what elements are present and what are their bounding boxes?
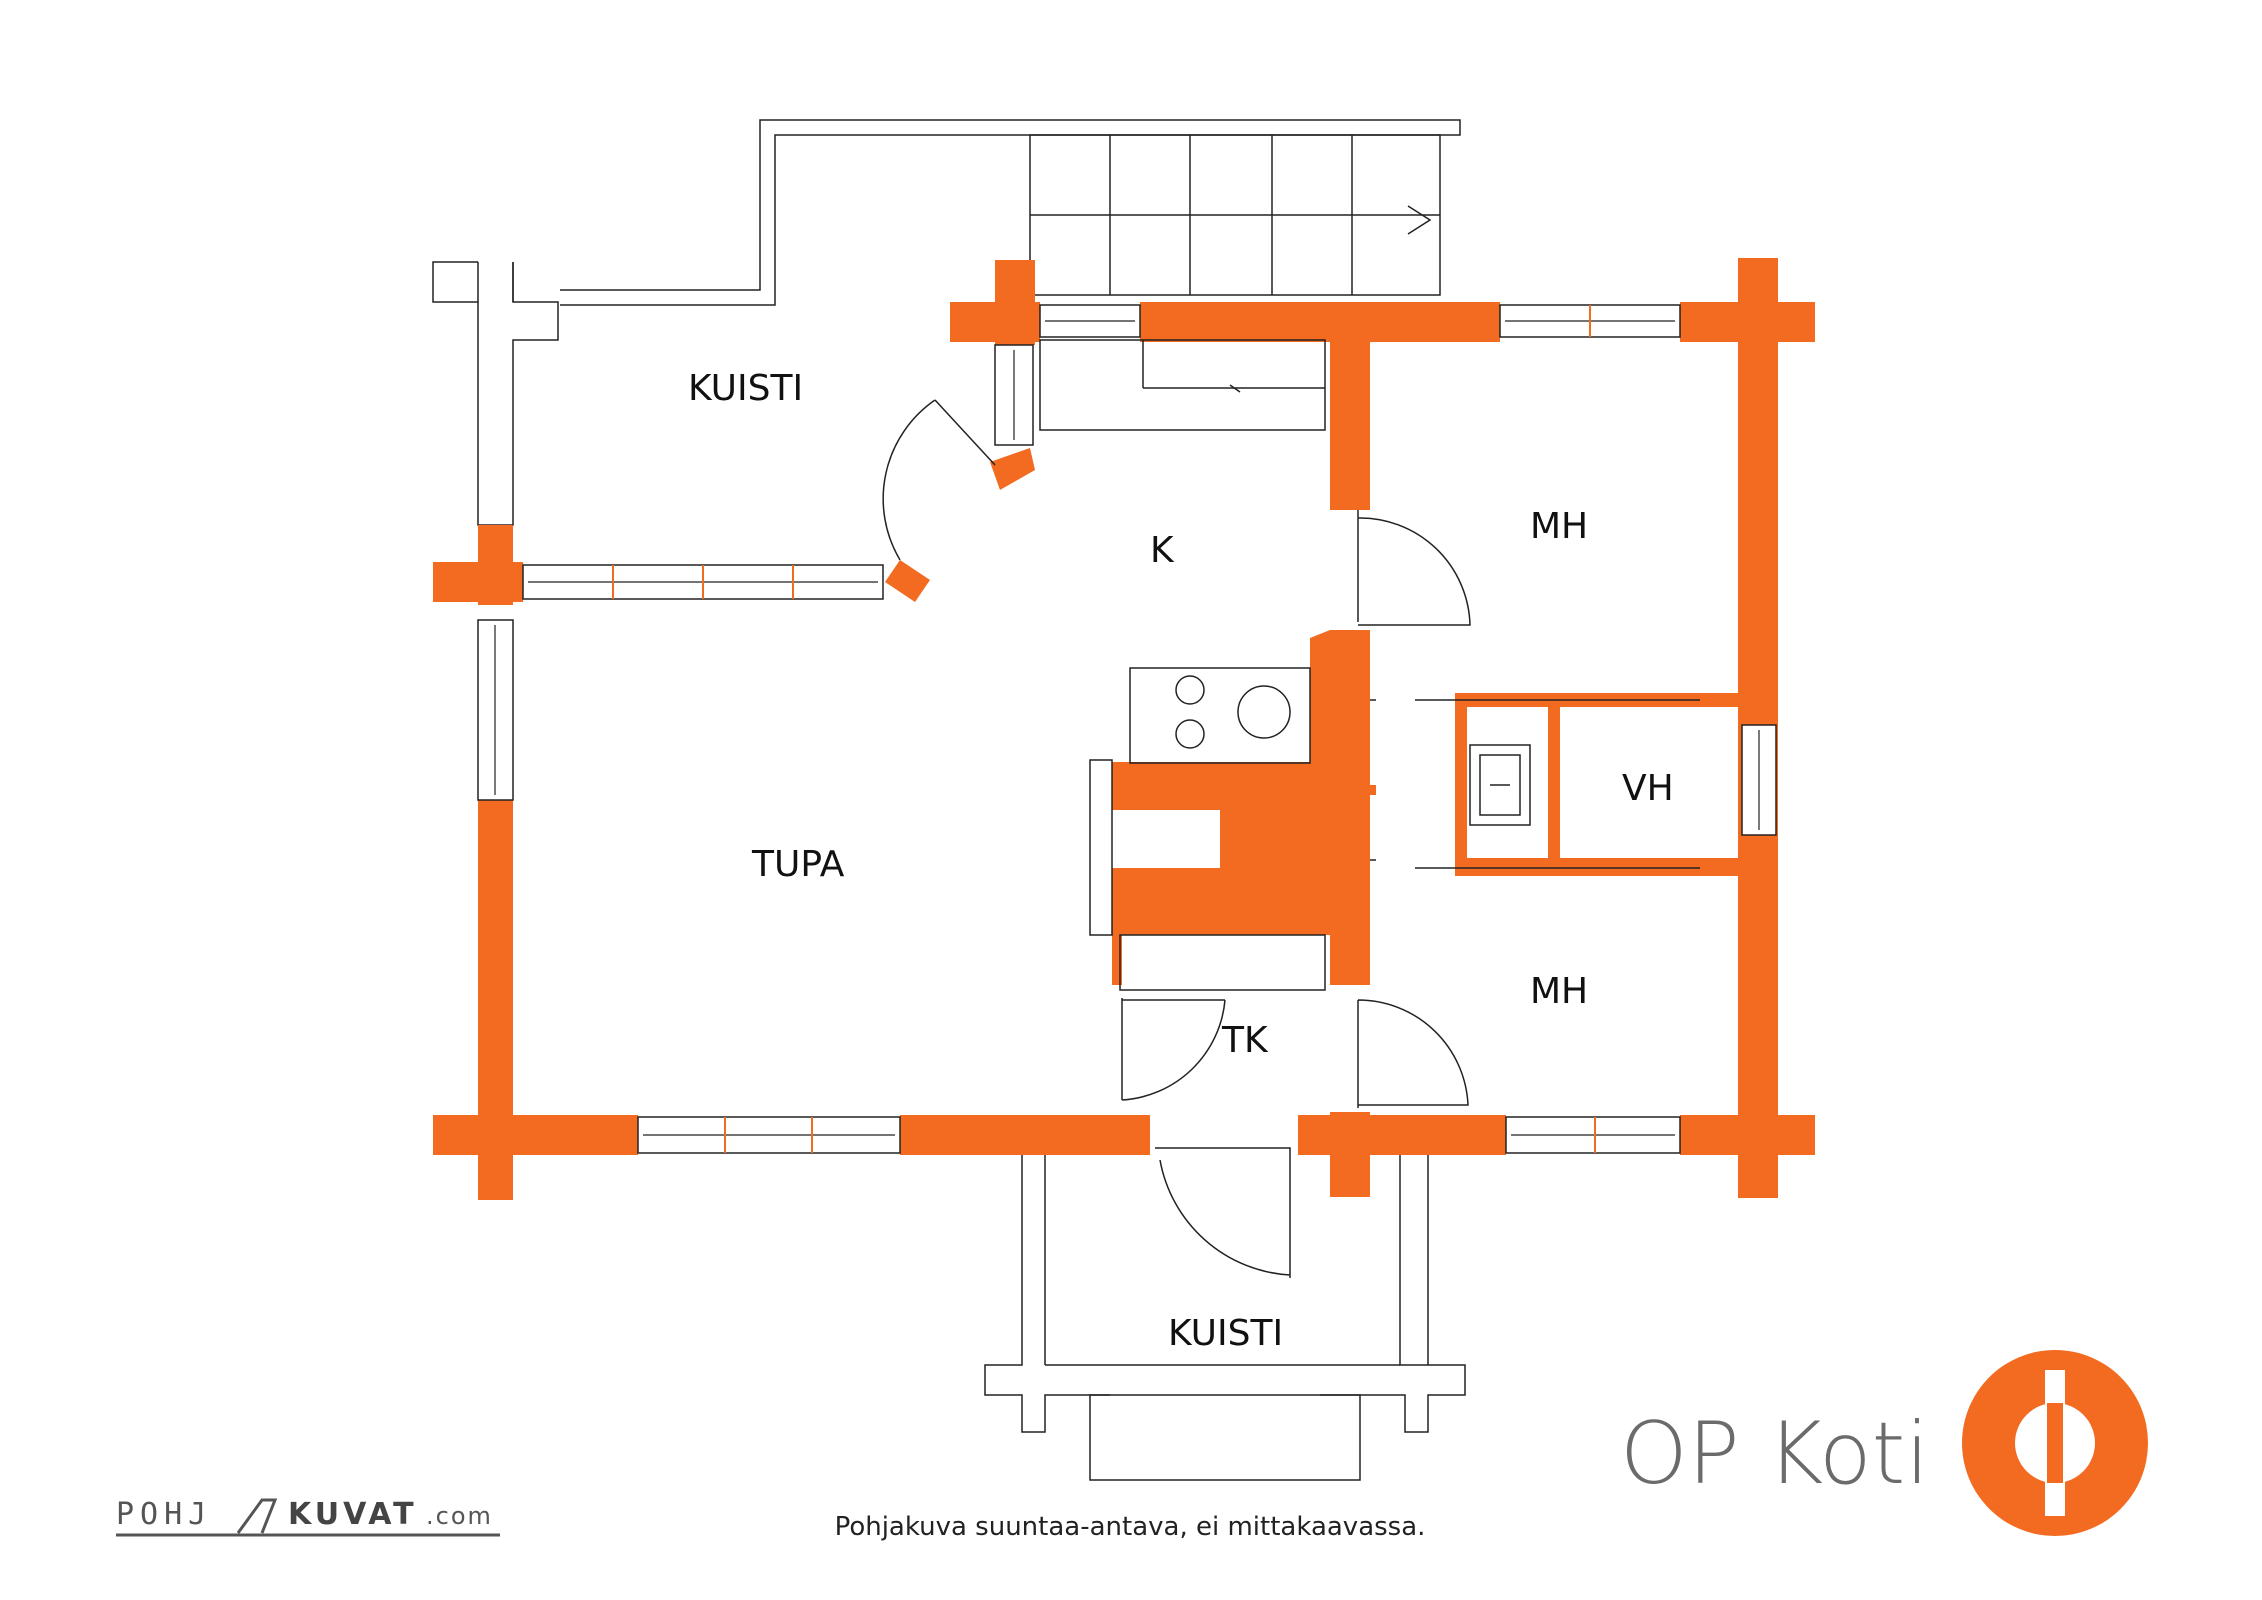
lower-porch-outline xyxy=(984,1150,1466,1481)
pohjakuvat-watermark: POHJ KUVAT .com xyxy=(116,1497,500,1537)
brand-name: OP Koti xyxy=(1620,1404,1929,1504)
doors xyxy=(882,399,1471,1278)
room-label-kuisti-bottom: KUISTI xyxy=(1168,1313,1283,1354)
room-label-mh-bottom: MH xyxy=(1530,971,1588,1012)
op-logo-icon xyxy=(1962,1350,2148,1536)
room-label-kuisti-top: KUISTI xyxy=(688,368,803,409)
watermark-part1: POHJ xyxy=(116,1497,212,1532)
kitchen-fixtures xyxy=(1039,339,1700,991)
room-label-k: K xyxy=(1150,530,1175,571)
disclaimer-note: Pohjakuva suuntaa-antava, ei mittakaavas… xyxy=(835,1512,1426,1542)
upper-porch-outline xyxy=(432,119,1461,526)
room-label-mh-top: MH xyxy=(1530,506,1588,547)
windows xyxy=(477,304,1777,1154)
watermark-part2: KUVAT xyxy=(288,1497,418,1532)
walls xyxy=(433,258,1815,1200)
room-label-vh: VH xyxy=(1622,768,1674,809)
room-label-tk: TK xyxy=(1221,1020,1269,1061)
watermark-part3: .com xyxy=(426,1502,493,1530)
room-label-tupa: TUPA xyxy=(751,844,845,885)
